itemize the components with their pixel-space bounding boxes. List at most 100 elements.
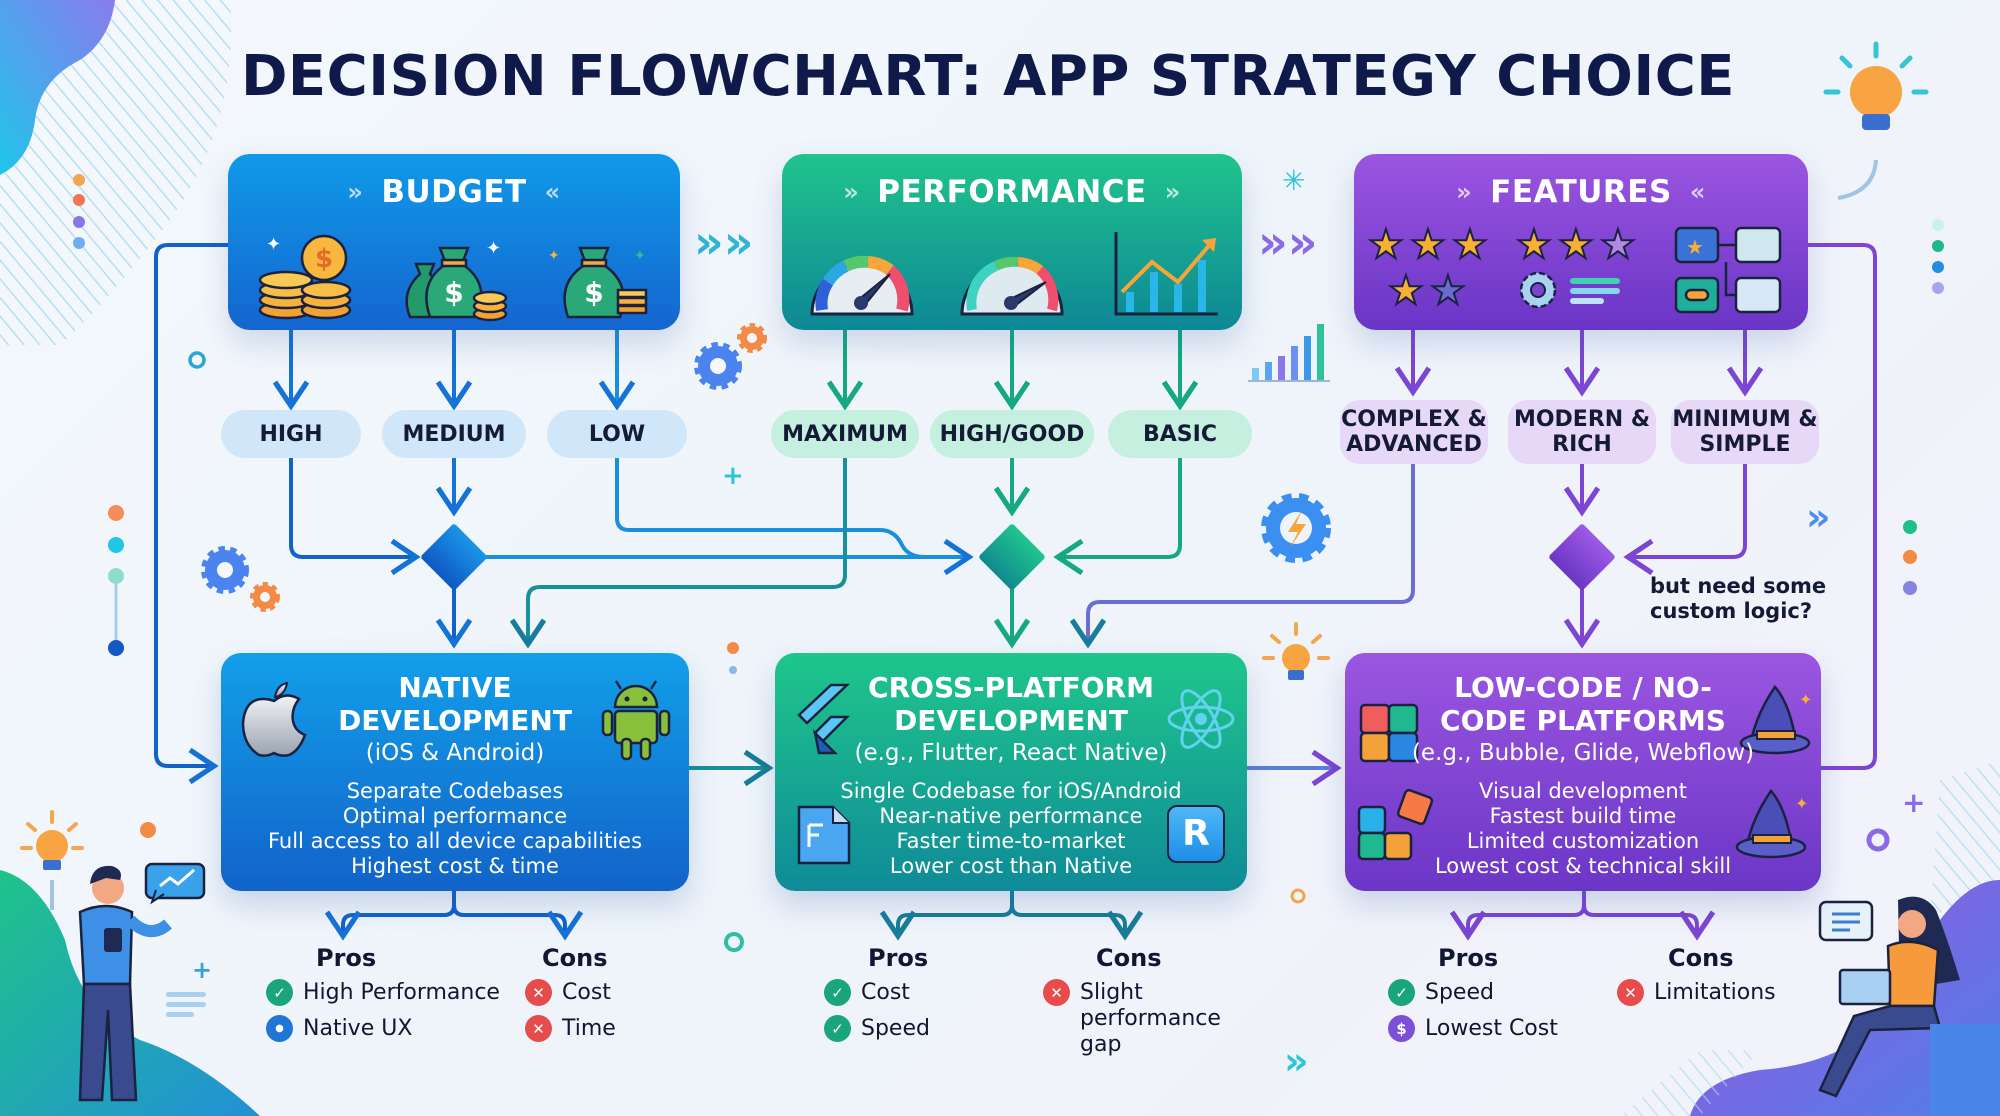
result-low-code: ✦ ✦ LOW-CODE / NO-CODE PLATFORMS (e.g., … <box>1345 653 1821 891</box>
result-native: NATIVE DEVELOPMENT (iOS & Android) Separ… <box>221 653 689 891</box>
speedometer-high-icon <box>810 255 914 316</box>
detail-line: Separate Codebases <box>346 779 564 803</box>
option-budget-medium[interactable]: MEDIUM <box>382 410 526 458</box>
criterion-budget-label: BUDGET <box>381 174 527 210</box>
workflow-blocks-icon: ★ <box>1674 226 1782 314</box>
con-item: ✕Cost <box>525 979 705 1006</box>
money-bag-icon: $ ✦ ✦ <box>548 246 648 319</box>
detail-line: Visual development <box>1479 779 1687 803</box>
chevron-right-icon: » <box>1164 178 1181 206</box>
option-performance-maximum[interactable]: MAXIMUM <box>771 410 919 458</box>
svg-text:✦: ✦ <box>634 248 646 264</box>
detail-line: Near-native performance <box>879 804 1143 828</box>
chevron-left-icon: « <box>1689 178 1706 206</box>
android-icon <box>601 680 671 761</box>
blob-top-left <box>0 0 115 175</box>
x-circle-icon: ✕ <box>1617 979 1644 1006</box>
pro-text: Native UX <box>303 1016 413 1041</box>
criterion-performance-label: PERFORMANCE <box>877 174 1147 210</box>
pro-item: ✓ Speed <box>824 1015 930 1042</box>
stripe-pattern-top-left <box>0 0 232 345</box>
svg-text:★: ★ <box>1516 224 1552 268</box>
result-low-code-details: Visual development Fastest build time Li… <box>1345 779 1821 879</box>
result-native-details: Separate Codebases Optimal performance F… <box>221 779 689 879</box>
result-cross-platform: R CROSS-PLATFORM DEVELOPMENT (e.g., Flut… <box>775 653 1247 891</box>
result-low-code-subtitle: (e.g., Bubble, Glide, Webflow) <box>1411 740 1755 766</box>
blob-bottom-left <box>0 870 260 1116</box>
pro-text: Cost <box>861 980 910 1005</box>
droplet-icon: ● <box>266 1015 293 1042</box>
option-features-modern[interactable]: MODERN & RICH <box>1508 400 1656 464</box>
stripe-pattern-bottom-right <box>1620 1050 1760 1116</box>
pro-item: ✓Cost <box>824 979 910 1006</box>
puzzle-pieces-icon <box>1357 789 1434 861</box>
option-budget-high[interactable]: HIGH <box>221 410 361 458</box>
check-circle-icon: ✓ <box>1388 979 1415 1006</box>
x-circle-icon: ✕ <box>1043 979 1070 1006</box>
option-budget-low[interactable]: LOW <box>547 410 687 458</box>
pro-item: $Lowest Cost <box>1388 1015 1558 1042</box>
option-features-complex[interactable]: COMPLEX & ADVANCED <box>1340 400 1488 464</box>
chevron-right-icon: » <box>1456 178 1473 206</box>
x-circle-icon: ✕ <box>525 1015 552 1042</box>
criterion-performance-header: » PERFORMANCE » <box>782 174 1242 210</box>
detail-line: Optimal performance <box>342 804 568 828</box>
check-circle-icon: ✓ <box>824 1015 851 1042</box>
cons-heading: Cons <box>1668 944 1734 972</box>
svg-text:★: ★ <box>1558 224 1594 268</box>
con-item: ✕ Slight performance gap <box>1043 979 1223 1058</box>
dollar-circle-icon: $ <box>1388 1015 1415 1042</box>
five-stars-icon: ★ ★ ★ ★ ★ <box>1368 224 1489 314</box>
rating-settings-icon: ★ ★ ★ <box>1516 224 1637 309</box>
con-text: Time <box>562 1016 616 1041</box>
con-item: ✕ Time <box>525 1015 705 1042</box>
pro-item: ✓ High Performance <box>266 979 500 1006</box>
pros-heading: Pros <box>868 944 929 972</box>
svg-text:✦: ✦ <box>266 234 281 255</box>
con-text: Slight performance gap <box>1080 980 1221 1057</box>
decision-note-text: but need some custom logic? <box>1650 574 1827 623</box>
detail-line: Single Codebase for iOS/Android <box>840 779 1182 803</box>
option-features-minimum[interactable]: MINIMUM & SIMPLE <box>1671 400 1819 464</box>
wizard-hat-icon: ✦ <box>1735 788 1808 859</box>
pro-item: ✓ Speed <box>1388 979 1494 1006</box>
svg-text:✦: ✦ <box>486 238 501 259</box>
check-circle-icon: ✓ <box>266 979 293 1006</box>
speedometer-icon <box>960 256 1064 316</box>
pros-heading: Pros <box>316 944 377 972</box>
option-performance-high-good[interactable]: HIGH/GOOD <box>930 410 1094 458</box>
criterion-performance: » PERFORMANCE » <box>782 154 1242 330</box>
detail-line: Faster time-to-market <box>896 829 1126 853</box>
pro-text: Speed <box>1425 980 1494 1005</box>
react-icon <box>1167 689 1235 749</box>
detail-line: Full access to all device capabilities <box>267 829 643 853</box>
detail-line: Limited customization <box>1466 829 1700 853</box>
page-title-text: DECISION FLOWCHART: APP STRATEGY CHOICE <box>240 44 1736 109</box>
result-native-subtitle: (iOS & Android) <box>365 740 545 766</box>
svg-text:$: $ <box>444 276 463 309</box>
pros-heading: Pros <box>1438 944 1499 972</box>
con-text: Limitations <box>1654 980 1776 1005</box>
document-icon <box>797 805 851 865</box>
flutter-icon <box>797 683 851 755</box>
svg-text:✦: ✦ <box>1795 794 1808 813</box>
wizard-hat-icon: ✦ <box>1739 684 1812 755</box>
svg-text:★: ★ <box>1600 224 1636 268</box>
chevron-right-icon: » <box>843 178 860 206</box>
option-performance-basic[interactable]: BASIC <box>1108 410 1252 458</box>
puzzle-icon <box>1359 703 1419 763</box>
criterion-features-header: » FEATURES « <box>1354 174 1808 210</box>
pro-text: Speed <box>861 1016 930 1041</box>
result-cross-platform-details: Single Codebase for iOS/Android Near-nat… <box>775 779 1247 879</box>
chevron-right-icon: » <box>347 178 364 206</box>
cons-heading: Cons <box>1096 944 1162 972</box>
pro-text: High Performance <box>303 980 500 1005</box>
svg-text:★: ★ <box>1430 268 1466 314</box>
criterion-features: » FEATURES « ★ ★ ★ ★ ★ ★ ★ ★ <box>1354 154 1808 330</box>
detail-line: Lowest cost & technical skill <box>1434 854 1732 878</box>
svg-text:★: ★ <box>1388 268 1424 314</box>
coin-stack-icon: $ ✦ <box>258 234 352 320</box>
result-cross-platform-subtitle: (e.g., Flutter, React Native) <box>854 740 1168 766</box>
x-circle-icon: ✕ <box>525 979 552 1006</box>
detail-line: Highest cost & time <box>351 854 559 878</box>
